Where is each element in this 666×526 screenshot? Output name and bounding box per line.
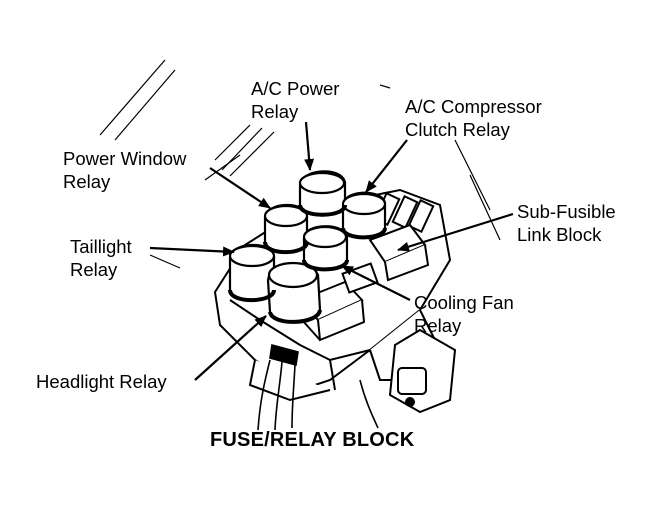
label-ac-compressor-clutch-relay: A/C Compressor Clutch Relay xyxy=(405,96,542,140)
arrow-cooling-fan-relay xyxy=(341,265,411,301)
label-sub-fusible-link-block: Sub-Fusible Link Block xyxy=(517,201,616,245)
leader-arrows xyxy=(149,121,514,381)
arrow-ac-power-relay xyxy=(304,121,315,171)
label-headlight-relay: Headlight Relay xyxy=(36,371,167,392)
label-power-window-relay: Power Window Relay xyxy=(63,148,187,192)
arrow-sub-fusible-link-block xyxy=(397,212,514,252)
arrow-power-window-relay xyxy=(209,167,271,209)
wire-harness xyxy=(257,343,379,431)
label-ac-power-relay: A/C Power Relay xyxy=(251,78,340,122)
label-taillight-relay: Taillight Relay xyxy=(70,236,132,280)
arrow-taillight-relay xyxy=(149,246,235,257)
label-cooling-fan-relay: Cooling Fan Relay xyxy=(414,292,514,336)
arrow-ac-compressor-relay xyxy=(365,139,408,193)
diagram-title: FUSE/RELAY BLOCK xyxy=(210,429,415,451)
arrow-headlight-relay xyxy=(194,315,267,381)
relay-cylinders xyxy=(228,170,387,323)
relay-base-bands xyxy=(228,204,387,324)
background-hatching xyxy=(99,59,501,269)
